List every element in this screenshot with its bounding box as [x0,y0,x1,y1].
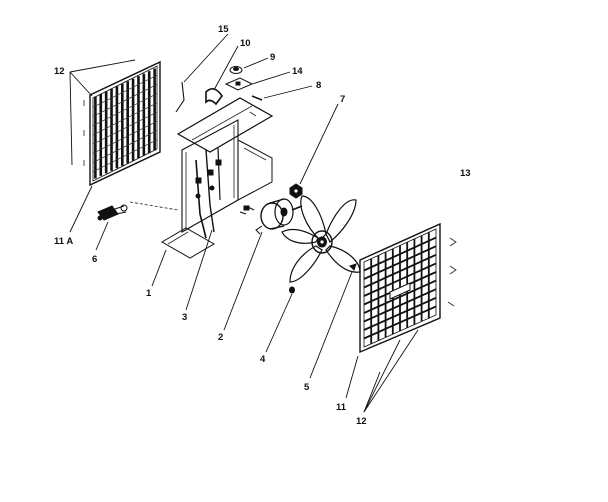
left-grille-row [92,130,158,163]
top-small-parts [175,66,263,113]
callout-11: 11 [336,402,347,413]
right-grille-row [363,236,437,272]
callout-15: 15 [218,24,229,35]
switch-part [97,204,128,221]
leader-lines [69,33,419,413]
callout-3: 3 [182,312,187,323]
right-grille-row [363,262,437,297]
chassis-bracket [129,97,274,259]
left-grille-row [92,93,158,126]
callout-7: 7 [340,94,345,105]
right-grille-row [363,245,437,280]
fan-blade [281,195,361,283]
callout-14: 14 [292,66,303,77]
callout-10: 10 [240,38,251,49]
callout-5: 5 [304,382,310,393]
right-grille-row [363,305,437,340]
right-grille-row [363,296,437,331]
left-grille-row [92,121,158,154]
blade-screw [289,286,295,294]
grille-screw [349,263,357,271]
callout-1: 1 [146,288,152,299]
right-grille-row [363,253,437,289]
left-grille-row [92,102,158,136]
callout-4: 4 [260,354,266,365]
callout-12-top: 12 [54,66,65,77]
left-grille-row [92,74,158,108]
callout-labels: 12 11 A 15 10 9 14 8 7 13 6 1 3 2 4 5 11… [54,24,471,427]
callout-12-bottom: 12 [356,416,367,427]
left-grille-row [92,139,158,173]
retaining-nut [289,183,303,199]
callout-2: 2 [218,332,223,343]
callout-6: 6 [92,254,97,265]
right-grille-row [363,288,437,323]
left-grille [83,60,161,187]
left-grille-row [92,84,158,117]
right-grille [359,222,457,354]
callout-8: 8 [316,80,321,91]
right-grille-row [363,279,437,314]
callout-13: 13 [460,168,471,179]
callout-9: 9 [270,52,275,63]
callout-11a: 11 A [54,236,73,247]
fan-motor [239,198,303,235]
left-grille-row [92,111,158,145]
